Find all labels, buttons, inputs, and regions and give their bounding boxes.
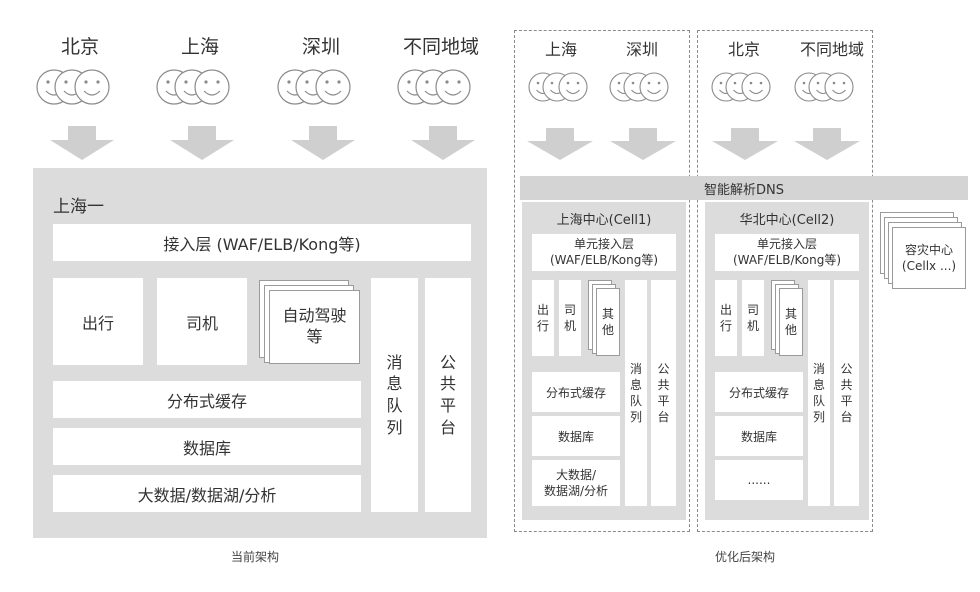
arrow-down-icon xyxy=(411,126,475,160)
smart-dns-bar: 智能解析DNS xyxy=(520,176,968,200)
cell1-database: 数据库 xyxy=(532,416,620,456)
service-travel: 出行 xyxy=(53,278,143,365)
cell2-title: 华北中心(Cell2) xyxy=(739,213,835,228)
user-group-icon-beijing-2 xyxy=(711,72,771,102)
cell1-distributed-cache: 分布式缓存 xyxy=(532,372,620,412)
arrow-down-icon xyxy=(712,128,778,160)
dashed-region-cell2 xyxy=(697,30,873,532)
region-label-beijing: 北京 xyxy=(60,36,99,58)
datacenter-title: 上海一 xyxy=(53,197,104,217)
user-group-icon-beijing xyxy=(36,69,110,105)
region-label-shanghai: 上海 xyxy=(180,36,219,58)
service-autonomous-driving: 自动驾驶 等 xyxy=(269,290,360,364)
cell2-service-driver: 司 机 xyxy=(742,280,764,356)
cell1-service-travel: 出 行 xyxy=(532,280,554,356)
cell2-common-platform: 公 共 平 台 xyxy=(834,280,859,506)
user-group-icon-shenzhen xyxy=(277,69,351,105)
arrow-down-icon xyxy=(610,128,676,160)
cell2-more: ...... xyxy=(715,460,803,500)
user-group-icon-other-2 xyxy=(794,72,854,102)
cell1-bigdata: 大数据/ 数据湖/分析 xyxy=(532,460,620,506)
cell2-database: 数据库 xyxy=(715,416,803,456)
dashed-region-cell1 xyxy=(514,30,690,532)
caption-optimized: 优化后架构 xyxy=(714,550,775,564)
cell2-service-travel: 出 行 xyxy=(715,280,737,356)
cell1-access-layer: 单元接入层 (WAF/ELB/Kong等) xyxy=(532,234,676,271)
user-group-icon-shanghai xyxy=(156,69,230,105)
cell2-distributed-cache: 分布式缓存 xyxy=(715,372,803,412)
message-queue: 消 息 队 列 xyxy=(371,278,418,512)
region-label-shanghai-2: 上海 xyxy=(544,40,577,59)
cell2-access-layer: 单元接入层 (WAF/ELB/Kong等) xyxy=(715,234,859,271)
user-group-icon-shanghai-2 xyxy=(528,72,588,102)
user-group-icon-other xyxy=(397,69,471,105)
database: 数据库 xyxy=(53,428,361,465)
region-label-shenzhen: 深圳 xyxy=(301,36,340,58)
region-label-other: 不同地域 xyxy=(402,36,479,58)
bigdata-analytics: 大数据/数据湖/分析 xyxy=(53,475,361,512)
arrow-down-icon xyxy=(50,126,114,160)
arrow-down-icon xyxy=(291,126,355,160)
service-driver: 司机 xyxy=(157,278,247,365)
cell2-message-queue: 消 息 队 列 xyxy=(808,280,830,506)
region-label-other-2: 不同地域 xyxy=(799,40,864,59)
access-layer: 接入层 (WAF/ELB/Kong等) xyxy=(53,224,471,261)
cell1-message-queue: 消 息 队 列 xyxy=(625,280,647,506)
arrow-down-icon xyxy=(794,128,860,160)
cell2-service-other: 其 他 xyxy=(779,288,803,356)
user-group-icon-shenzhen-2 xyxy=(609,72,669,102)
arrow-down-icon xyxy=(170,126,234,160)
disaster-recovery-center: 容灾中心 (Cellx ...) xyxy=(892,227,966,289)
cell1-title: 上海中心(Cell1) xyxy=(556,213,652,228)
common-platform: 公 共 平 台 xyxy=(425,278,471,512)
caption-current: 当前架构 xyxy=(230,550,279,564)
distributed-cache: 分布式缓存 xyxy=(53,381,361,418)
cell1-service-other: 其 他 xyxy=(596,288,620,356)
cell1-common-platform: 公 共 平 台 xyxy=(651,280,676,506)
arrow-down-icon xyxy=(527,128,593,160)
region-label-beijing-2: 北京 xyxy=(727,40,760,59)
region-label-shenzhen-2: 深圳 xyxy=(625,40,658,59)
cell1-service-driver: 司 机 xyxy=(559,280,581,356)
